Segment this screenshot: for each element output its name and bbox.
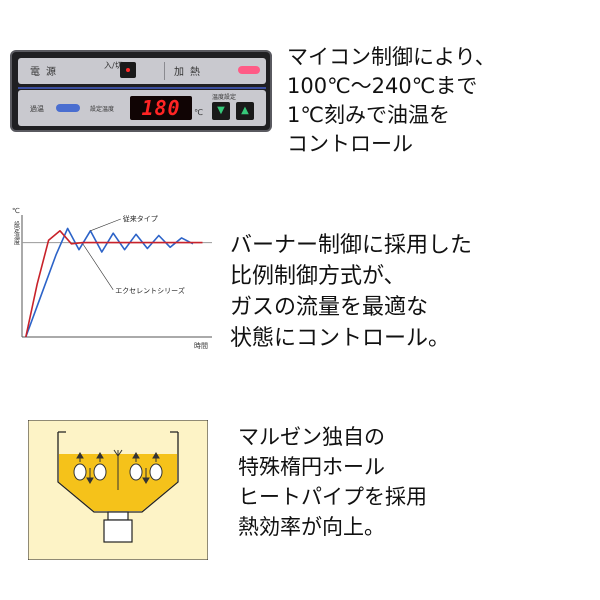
overtemp-label: 過温 [30, 105, 44, 113]
desc1-line: 100℃〜240℃まで [287, 74, 478, 98]
burner-control-description: バーナー制御に採用した 比例制御方式が、 ガスの流量を最適な 状態にコントロール… [230, 230, 598, 354]
desc1-line: マイコン制御により、 [287, 45, 496, 69]
y-unit-label: ℃ [12, 207, 20, 215]
leader-line [82, 243, 114, 290]
heat-pipe [93, 463, 107, 481]
x-axis-label: 時間 [194, 342, 208, 350]
power-label: 電源 [30, 67, 62, 78]
temperature-value: 180 [141, 96, 181, 120]
tank-rim [57, 431, 179, 440]
burner-unit [103, 519, 133, 543]
heat-flow-arrows [76, 449, 160, 490]
control-panel: 電源 入/切 加熱 過温 設定温度 180 ℃ 温度設定 ▼ ▲ [10, 50, 272, 132]
temp-down-button[interactable]: ▼ [212, 102, 230, 120]
temp-up-button[interactable]: ▲ [236, 102, 254, 120]
panel-top-strip [18, 58, 266, 84]
heat-pipe [149, 463, 163, 481]
y-axis-label: 設定温度 [13, 220, 20, 246]
triangle-up-icon: ▲ [241, 105, 249, 116]
heat-label: 加熱 [174, 67, 206, 78]
series-label: 従来タイプ [123, 214, 158, 223]
triangle-down-icon: ▼ [217, 105, 225, 116]
power-button[interactable] [120, 62, 136, 78]
desc1-line: コントロール [287, 132, 413, 156]
heat-pipe [129, 463, 143, 481]
temp-setting-label: 温度設定 [212, 94, 237, 101]
temperature-unit: ℃ [194, 108, 203, 117]
power-toggle-label: 入/切 [104, 61, 123, 70]
desc1-line: 1℃刻みで油温を [287, 103, 450, 127]
desc2-line: バーナー制御に採用した [230, 233, 473, 258]
heat-pipes [73, 463, 163, 481]
desc2-line: 比例制御方式が、 [230, 264, 406, 289]
series-line-1 [25, 229, 203, 338]
panel-divider [164, 62, 165, 80]
overtemp-indicator-lamp [56, 104, 80, 112]
desc3-line: マルゼン独自の [238, 425, 385, 449]
series-label: エクセレントシリーズ [115, 286, 185, 295]
leader-line [90, 218, 121, 232]
heat-pipe [73, 463, 87, 481]
heat-pipe-description: マルゼン独自の 特殊楕円ホール ヒートパイプを採用 熱効率が向上。 [238, 422, 578, 542]
desc3-line: 熱効率が向上。 [238, 515, 385, 539]
microcomputer-control-description: マイコン制御により、 100℃〜240℃まで 1℃刻みで油温を コントロール [287, 43, 587, 159]
heat-pipe-diagram [28, 420, 208, 560]
heat-indicator-lamp [238, 66, 260, 74]
temperature-display: 180 [130, 96, 192, 120]
panel-accent-line [18, 87, 266, 89]
desc3-line: ヒートパイプを採用 [238, 485, 427, 509]
desc3-line: 特殊楕円ホール [238, 455, 385, 479]
series-line-0 [25, 227, 194, 338]
set-temp-label: 設定温度 [90, 106, 115, 113]
desc2-line: ガスの流量を最適な [230, 295, 429, 320]
desc2-line: 状態にコントロール。 [230, 326, 451, 351]
burner-neck [107, 511, 129, 521]
